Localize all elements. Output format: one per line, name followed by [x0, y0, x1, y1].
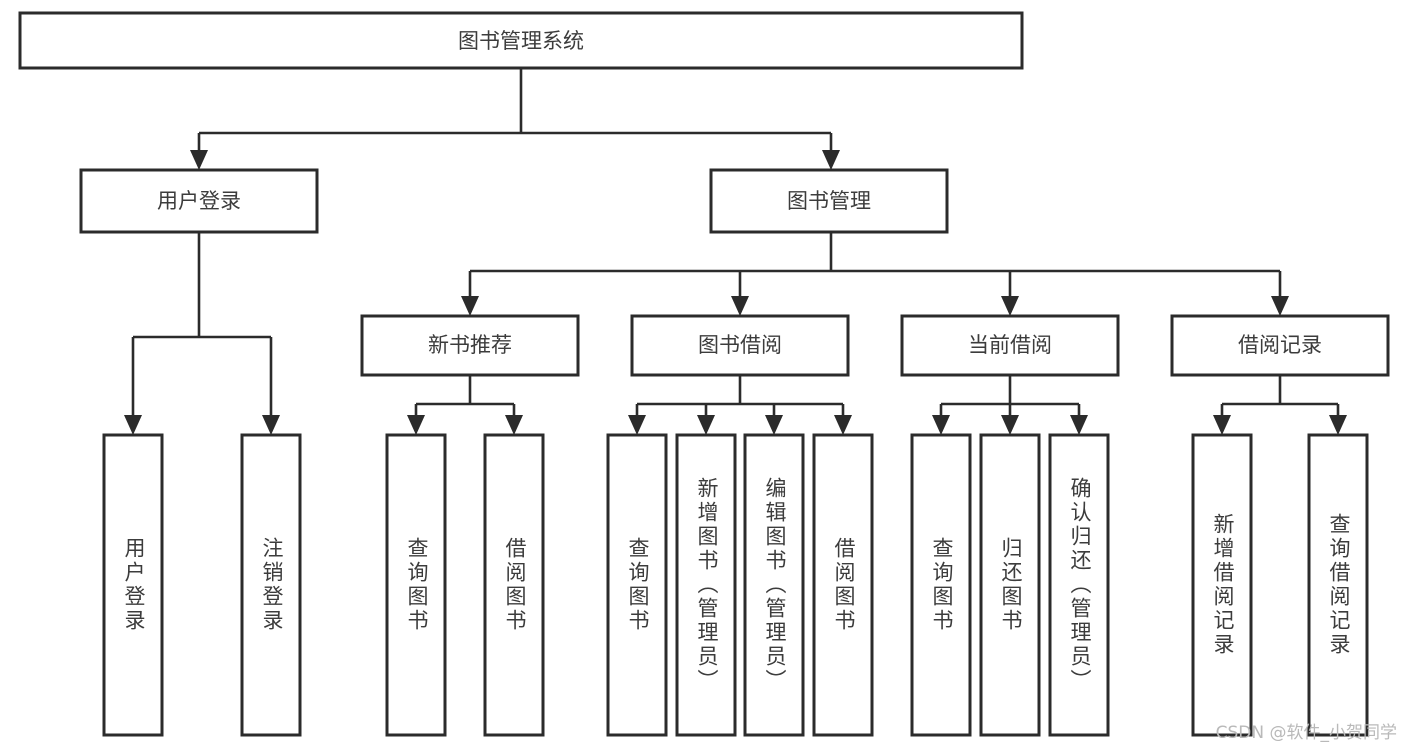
node-leaf-return-book-label: 归还图书 [999, 537, 1023, 633]
node-leaf-query-book-a-label: 查询图书 [405, 537, 429, 633]
node-leaf-logout-label: 注销登录 [260, 537, 284, 633]
node-current-borrow-label: 当前借阅 [968, 333, 1052, 357]
arrowhead-icon [731, 296, 749, 316]
arrowhead-icon [932, 415, 950, 435]
node-leaf-confirm-return[interactable]: 确认归还（管理员） [1048, 433, 1110, 737]
arrowhead-icon [1001, 296, 1019, 316]
arrowhead-icon [1213, 415, 1231, 435]
node-leaf-add-book[interactable]: 新增图书（管理员） [675, 433, 737, 737]
connector-currentborrow-to-leaves [932, 375, 1088, 435]
node-leaf-confirm-return-label: 确认归还（管理员） [1068, 477, 1092, 693]
node-new-book-rec[interactable]: 新书推荐 [360, 314, 580, 377]
connector-root-to-level2 [190, 68, 840, 170]
node-borrow-record[interactable]: 借阅记录 [1170, 314, 1390, 377]
node-leaf-query-book-b-label: 查询图书 [626, 537, 650, 633]
arrowhead-icon [1329, 415, 1347, 435]
node-borrow-record-label: 借阅记录 [1238, 333, 1322, 357]
node-leaf-return-book-box[interactable] [979, 433, 1041, 737]
arrowhead-icon [765, 415, 783, 435]
node-user-login-label: 用户登录 [157, 189, 241, 213]
node-new-book-rec-label: 新书推荐 [428, 333, 512, 357]
node-user-login-box[interactable] [79, 168, 319, 234]
node-leaf-add-record[interactable]: 新增借阅记录 [1191, 433, 1253, 737]
node-root-box[interactable] [18, 11, 1024, 70]
node-leaf-return-book[interactable]: 归还图书 [979, 433, 1041, 737]
node-leaf-query-record-label: 查询借阅记录 [1327, 513, 1351, 657]
node-new-book-rec-box[interactable] [360, 314, 580, 377]
arrowhead-icon [822, 150, 840, 170]
node-leaf-query-book-c-box[interactable] [910, 433, 972, 737]
node-leaf-edit-book-box[interactable] [743, 433, 805, 737]
arrowhead-icon [834, 415, 852, 435]
node-book-manage[interactable]: 图书管理 [709, 168, 949, 234]
node-leaf-add-book-label: 新增图书（管理员） [695, 477, 719, 693]
arrowhead-icon [124, 415, 142, 435]
node-leaf-borrow-book-b-box[interactable] [812, 433, 874, 737]
node-book-borrow[interactable]: 图书借阅 [630, 314, 850, 377]
arrowhead-icon [697, 415, 715, 435]
connector-bookborrow-to-leaves [628, 375, 852, 435]
arrowhead-icon [461, 296, 479, 316]
node-leaf-query-book-b[interactable]: 查询图书 [606, 433, 668, 737]
arrowhead-icon [407, 415, 425, 435]
node-leaf-query-book-c-label: 查询图书 [930, 537, 954, 633]
node-leaf-query-record[interactable]: 查询借阅记录 [1307, 433, 1369, 737]
node-leaf-query-record-box[interactable] [1307, 433, 1369, 737]
node-user-login[interactable]: 用户登录 [79, 168, 319, 234]
node-leaf-query-book-a[interactable]: 查询图书 [385, 433, 447, 737]
node-leaf-logout[interactable]: 注销登录 [240, 433, 302, 737]
node-leaf-borrow-book-a[interactable]: 借阅图书 [483, 433, 545, 737]
arrowhead-icon [1070, 415, 1088, 435]
node-leaf-edit-book-label: 编辑图书（管理员） [763, 477, 787, 693]
node-book-borrow-box[interactable] [630, 314, 850, 377]
connector-borrowrecord-to-leaves [1213, 375, 1347, 435]
node-leaf-add-record-box[interactable] [1191, 433, 1253, 737]
node-leaf-edit-book[interactable]: 编辑图书（管理员） [743, 433, 805, 737]
node-book-manage-box[interactable] [709, 168, 949, 234]
node-leaf-query-book-b-box[interactable] [606, 433, 668, 737]
arrowhead-icon [190, 150, 208, 170]
node-leaf-borrow-book-a-box[interactable] [483, 433, 545, 737]
connector-bookmanage-to-level3 [461, 232, 1289, 316]
node-leaf-borrow-book-a-label: 借阅图书 [503, 537, 527, 633]
node-leaf-borrow-book-b[interactable]: 借阅图书 [812, 433, 874, 737]
node-leaf-add-record-label: 新增借阅记录 [1211, 513, 1235, 657]
node-leaf-user-login-label: 用户登录 [122, 537, 146, 633]
node-leaf-query-book-c[interactable]: 查询图书 [910, 433, 972, 737]
node-root-label: 图书管理系统 [458, 29, 584, 53]
node-book-borrow-label: 图书借阅 [698, 333, 782, 357]
node-leaf-confirm-return-box[interactable] [1048, 433, 1110, 737]
node-leaf-user-login[interactable]: 用户登录 [102, 433, 164, 737]
connector-newbook-to-leaves [407, 375, 523, 435]
node-current-borrow-box[interactable] [900, 314, 1120, 377]
node-leaf-add-book-box[interactable] [675, 433, 737, 737]
connector-userlogin-to-leaves [124, 232, 280, 435]
arrowhead-icon [1001, 415, 1019, 435]
node-root[interactable]: 图书管理系统 [18, 11, 1024, 70]
node-book-manage-label: 图书管理 [787, 189, 871, 213]
arrowhead-icon [262, 415, 280, 435]
arrowhead-icon [628, 415, 646, 435]
node-current-borrow[interactable]: 当前借阅 [900, 314, 1120, 377]
node-borrow-record-box[interactable] [1170, 314, 1390, 377]
node-leaf-logout-box[interactable] [240, 433, 302, 737]
node-leaf-query-book-a-box[interactable] [385, 433, 447, 737]
arrowhead-icon [505, 415, 523, 435]
node-leaf-borrow-book-b-label: 借阅图书 [832, 537, 856, 633]
arrowhead-icon [1271, 296, 1289, 316]
node-leaf-user-login-box[interactable] [102, 433, 164, 737]
